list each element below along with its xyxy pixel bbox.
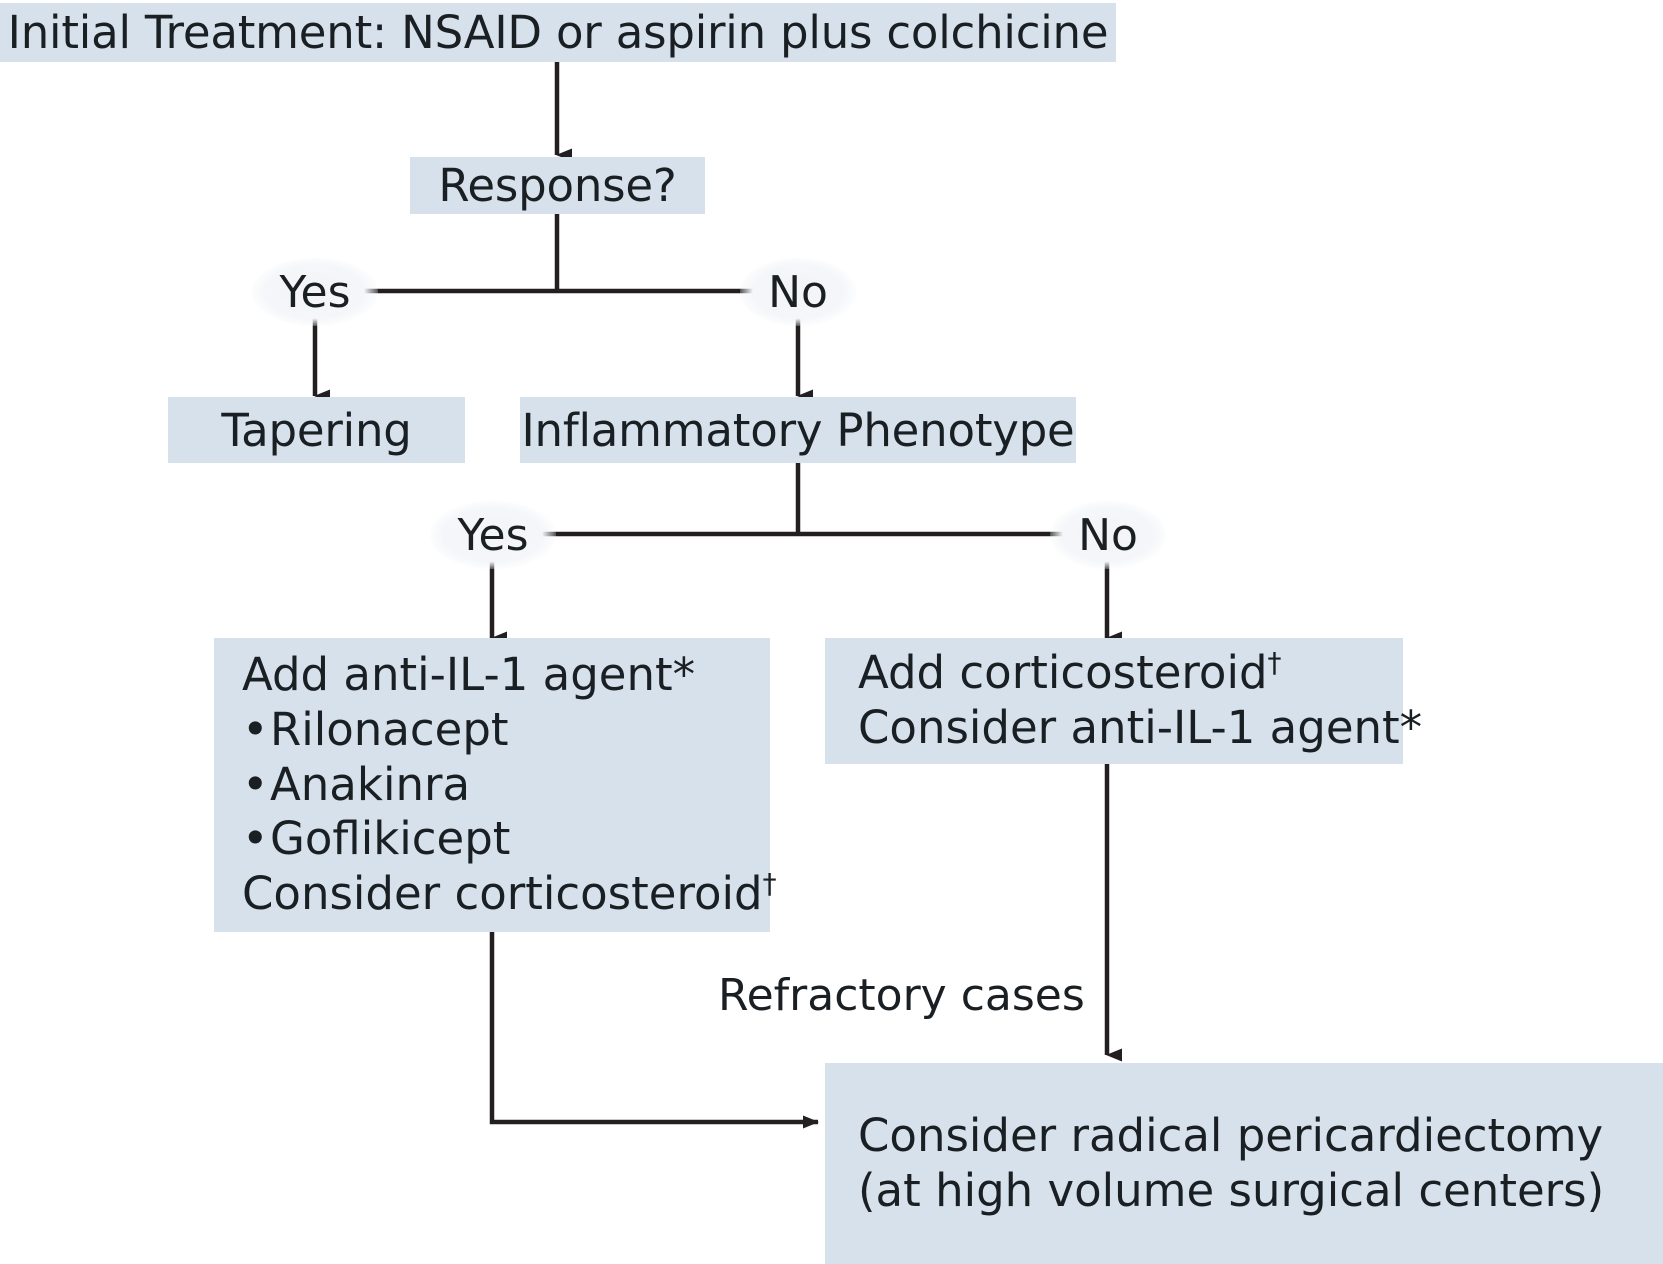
edge-label-response-no-text: No — [768, 266, 828, 318]
node-anti-il1-footer-label: Consider corticosteroid — [242, 867, 763, 921]
edge-label-phenotype-yes-text: Yes — [457, 509, 529, 561]
node-corticosteroid-line2: Consider anti-IL-1 agent* — [858, 701, 1423, 754]
edge-label-response-no: No — [740, 258, 856, 326]
node-tapering-label: Tapering — [221, 403, 412, 457]
node-inflammatory-phenotype[interactable]: Inflammatory Phenotype — [520, 397, 1076, 463]
node-response-label: Response? — [438, 159, 677, 212]
node-corticosteroid[interactable]: Add corticosteroid† Consider anti-IL-1 a… — [825, 638, 1423, 764]
edge-label-refractory-cases: Refractory cases — [718, 970, 1085, 1021]
node-anti-il1-bullet-2-label: Goflikicept — [270, 812, 511, 866]
node-anti-il1-footer: Consider corticosteroid† — [242, 867, 777, 922]
node-inflammatory-phenotype-label: Inflammatory Phenotype — [521, 403, 1075, 457]
edge-label-phenotype-no-text: No — [1078, 509, 1138, 561]
node-pericardiectomy[interactable]: Consider radical pericardiectomy (at hig… — [825, 1063, 1663, 1264]
edge-response-split — [315, 214, 800, 294]
edge-label-response-yes-text: Yes — [279, 266, 351, 318]
node-response[interactable]: Response? — [410, 157, 705, 214]
node-anti-il1-bullet-1-label: Anakinra — [270, 757, 471, 811]
edge-phenotype-split — [492, 463, 1107, 537]
node-anti-il1-heading: Add anti-IL-1 agent* — [242, 647, 696, 701]
node-tapering[interactable]: Tapering — [168, 397, 465, 463]
dagger-icon: † — [1267, 646, 1282, 680]
bullet-icon: • — [242, 702, 269, 756]
edge-label-response-yes: Yes — [252, 258, 378, 326]
node-initial-treatment[interactable]: Initial Treatment: NSAID or aspirin plus… — [0, 3, 1116, 62]
node-initial-treatment-label: Initial Treatment: NSAID or aspirin plus… — [7, 6, 1109, 59]
node-corticosteroid-line1-label: Add corticosteroid — [858, 646, 1268, 700]
bullet-icon: • — [242, 757, 269, 811]
dagger-icon: † — [762, 867, 777, 901]
node-corticosteroid-line1: Add corticosteroid† — [858, 646, 1403, 701]
edge-label-refractory-cases-text: Refractory cases — [718, 970, 1085, 1021]
node-anti-il1-bullet-0: •Rilonacept — [242, 703, 770, 758]
node-anti-il1-bullet-0-label: Rilonacept — [270, 702, 509, 756]
bullet-icon: • — [242, 812, 269, 866]
node-pericardiectomy-line2: (at high volume surgical centers) — [858, 1163, 1605, 1217]
node-anti-il1-bullet-1: •Anakinra — [242, 758, 770, 813]
edge-label-phenotype-yes: Yes — [430, 501, 556, 569]
node-pericardiectomy-line1: Consider radical pericardiectomy — [858, 1108, 1604, 1162]
node-anti-il1-bullet-2: •Goflikicept — [242, 812, 770, 867]
node-anti-il1[interactable]: Add anti-IL-1 agent* •Rilonacept •Anakin… — [214, 638, 777, 932]
edge-label-phenotype-no: No — [1050, 501, 1166, 569]
edge-antiil1-to-pericardiectomy — [489, 932, 819, 1129]
